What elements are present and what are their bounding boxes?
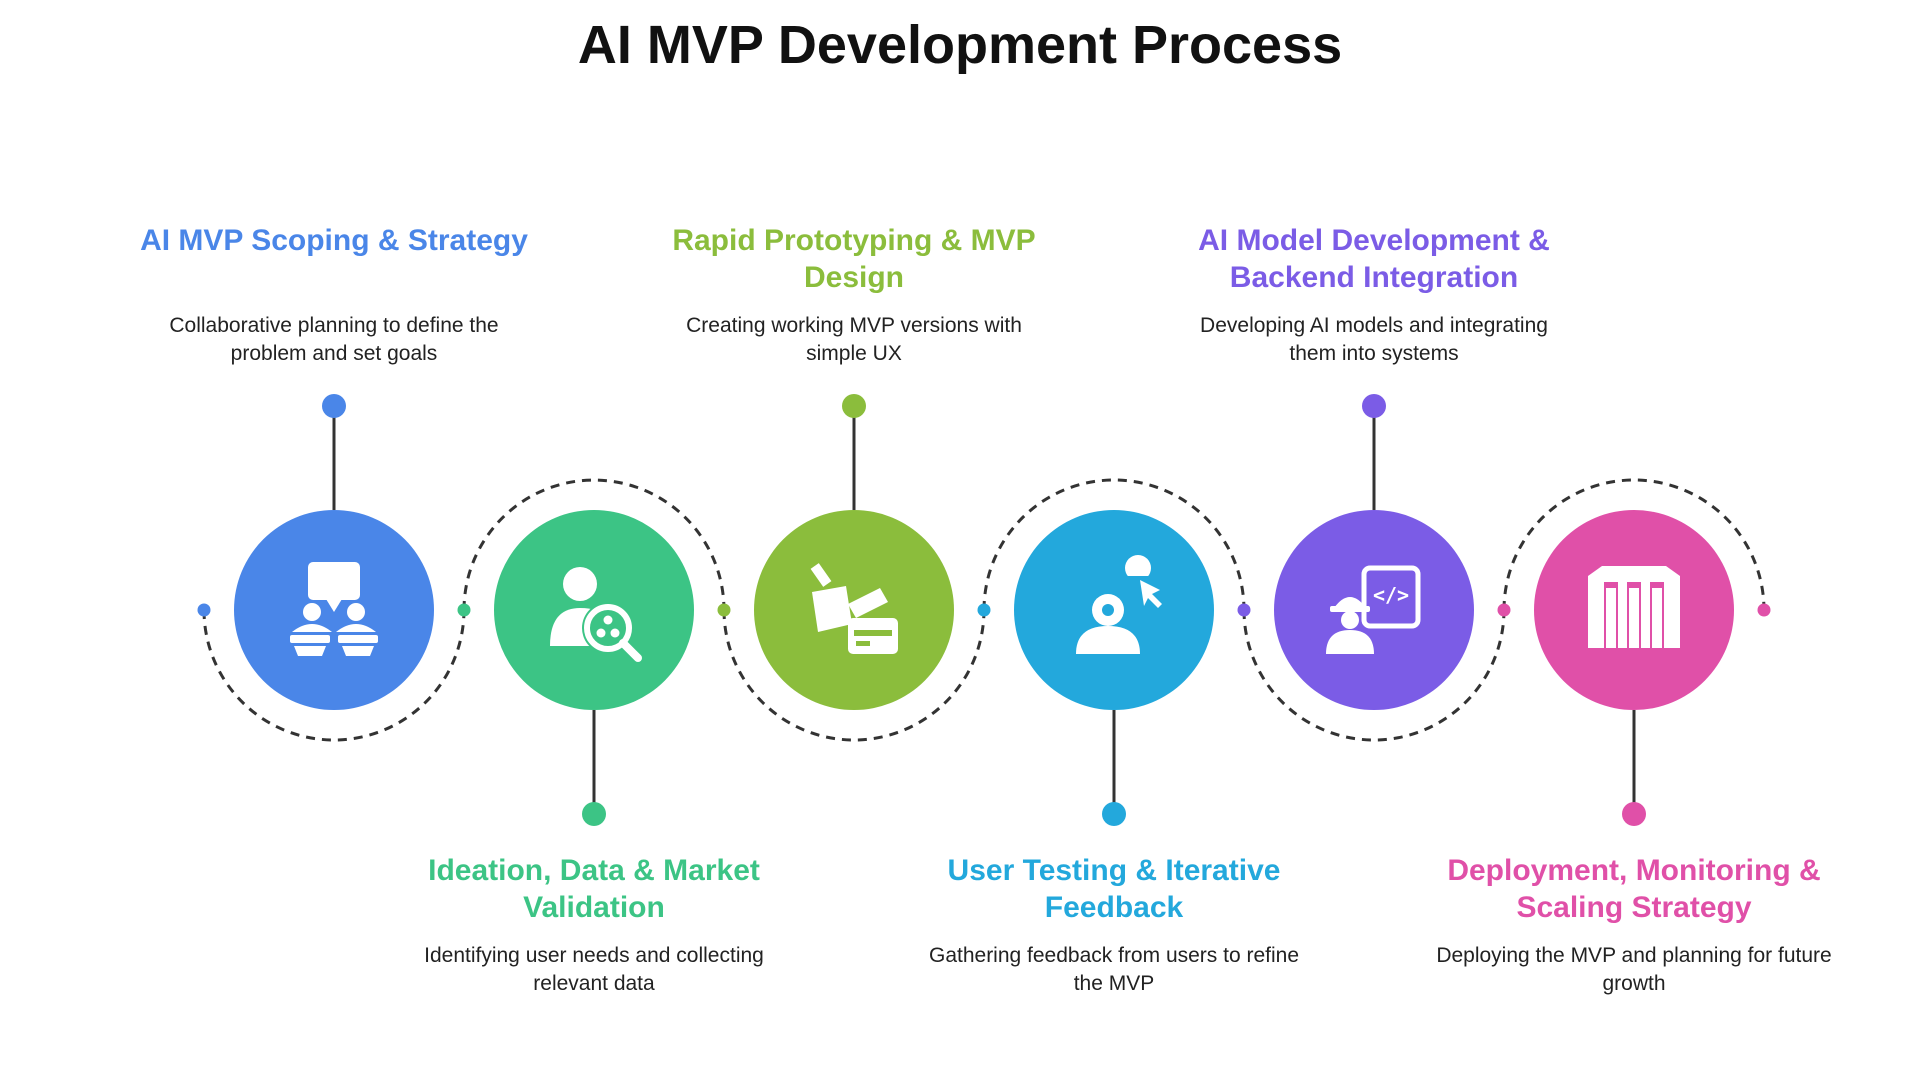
step-3-arc-start-dot [717, 603, 731, 617]
step-1-title: AI MVP Scoping & Strategy [140, 224, 528, 257]
step-1-description: Collaborative planning to define the pro… [169, 314, 499, 365]
step-4-title: User Testing & Iterative Feedback [947, 854, 1281, 924]
step-4-description: Gathering feedback from users to refine … [928, 944, 1300, 995]
step-6-arc-end-dot [1757, 603, 1771, 617]
step-6-title: Deployment, Monitoring & Scaling Strateg… [1447, 854, 1821, 924]
step-1-text: AI MVP Scoping & Strategy Collaborative … [134, 222, 534, 365]
step-1-arc-start-dot [197, 603, 211, 617]
step-5-text: AI Model Development & Backend Integrati… [1174, 222, 1574, 365]
building-deployment-icon [1588, 566, 1680, 648]
step-2-text: Ideation, Data & Market Validation Ident… [394, 852, 794, 998]
step-3-title: Rapid Prototyping & MVP Design [672, 224, 1036, 294]
step-4-text: User Testing & Iterative Feedback Gather… [914, 852, 1314, 998]
step-6-description: Deploying the MVP and planning for futur… [1436, 944, 1832, 995]
step-4-marker-dot [1102, 802, 1126, 826]
step-6-text: Deployment, Monitoring & Scaling Strateg… [1434, 852, 1834, 998]
collaboration-meeting-icon [290, 562, 378, 656]
step-2-title: Ideation, Data & Market Validation [428, 854, 760, 924]
step-2-arc-start-dot [457, 603, 471, 617]
user-data-search-icon [550, 567, 642, 662]
developer-code-icon: </> [1326, 565, 1421, 654]
prototype-blocks-icon [810, 563, 898, 654]
step-3-text: Rapid Prototyping & MVP Design Creating … [654, 222, 1054, 365]
step-5-marker-dot [1362, 394, 1386, 418]
step-6-marker-dot [1622, 802, 1646, 826]
user-testing-icon [1076, 555, 1162, 654]
step-5-arc-start-dot [1237, 603, 1251, 617]
step-3-marker-dot [842, 394, 866, 418]
step-3-description: Creating working MVP versions with simpl… [686, 314, 1022, 365]
svg-text:</>: </> [1373, 583, 1409, 607]
step-2-marker-dot [582, 802, 606, 826]
step-5-title: AI Model Development & Backend Integrati… [1198, 224, 1550, 294]
step-2-description: Identifying user needs and collecting re… [424, 944, 764, 995]
page-title: AI MVP Development Process [577, 15, 1343, 75]
step-5-description: Developing AI models and integrating the… [1200, 314, 1548, 365]
step-1-marker-dot [322, 394, 346, 418]
step-6-arc-start-dot [1497, 603, 1511, 617]
step-5-circle [1274, 510, 1474, 710]
step-4-arc-start-dot [977, 603, 991, 617]
